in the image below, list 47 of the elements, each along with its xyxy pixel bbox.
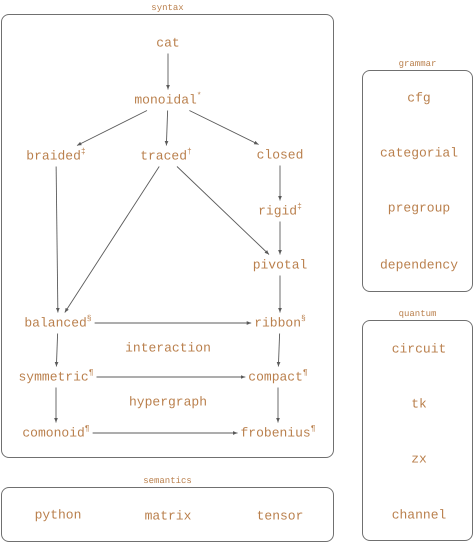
node-label: frobenius$^{¶}$ <box>240 426 316 440</box>
arrow <box>276 387 280 423</box>
node-label: pregroup <box>388 200 450 216</box>
arrow <box>188 110 260 145</box>
group-heading: semantics <box>143 475 192 487</box>
node-label: cfg <box>407 90 431 106</box>
node-label: tk <box>411 396 427 412</box>
node-label: python <box>34 508 82 522</box>
node-label: traced$^{†}$ <box>140 148 192 164</box>
group-heading: quantum <box>398 308 436 320</box>
node-label: rigid$^{‡}$ <box>258 204 302 218</box>
node-label: symmetric$^{¶}$ <box>18 370 94 384</box>
group-heading: grammar <box>398 58 436 70</box>
group-heading: syntax <box>151 2 184 14</box>
arrow <box>54 333 58 367</box>
arrow <box>278 275 282 313</box>
arrow <box>176 166 270 255</box>
arrow <box>278 221 282 255</box>
arrow <box>278 165 282 201</box>
annotation-text: hypergraph <box>129 394 207 410</box>
arrow <box>94 321 252 325</box>
node-label: monoidal$^{*}$ <box>134 92 202 108</box>
arrow <box>166 53 170 90</box>
node-label: braided$^{‡}$ <box>26 148 86 164</box>
node-label: dependency <box>380 258 458 272</box>
arrow <box>92 431 238 435</box>
arrow <box>76 110 148 146</box>
annotation-text: interaction <box>125 340 211 356</box>
node-label: cat <box>156 36 180 50</box>
node-label: pivotal <box>252 258 308 272</box>
node-label: categorial <box>380 146 458 160</box>
node-label: closed <box>256 148 304 162</box>
node-label: matrix <box>144 508 192 524</box>
arrow <box>276 333 280 367</box>
node-label: compact$^{¶}$ <box>248 370 308 384</box>
node-label: circuit <box>392 342 446 356</box>
arrow <box>96 375 246 379</box>
node-label: channel <box>392 508 446 522</box>
node-label: zx <box>411 452 427 466</box>
node-label: ribbon$^{§}$ <box>254 316 306 330</box>
arrow <box>54 387 58 423</box>
arrow <box>164 110 168 146</box>
arrow <box>64 166 160 313</box>
node-label: comonoid$^{¶}$ <box>22 426 90 440</box>
node-label: tensor <box>256 508 304 524</box>
node-label: balanced$^{§}$ <box>24 316 92 330</box>
arrow <box>56 166 60 313</box>
